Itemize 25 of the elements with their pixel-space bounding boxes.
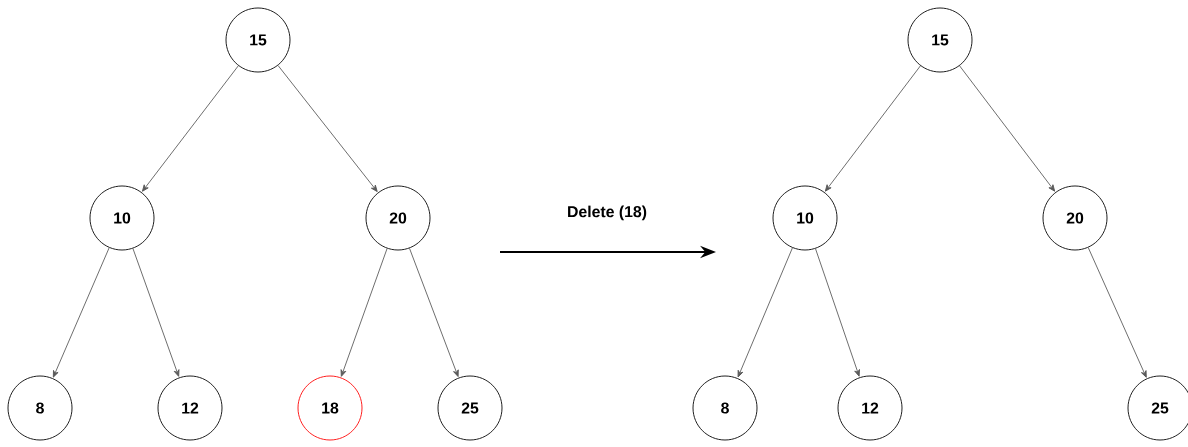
tree-node: 10	[89, 185, 155, 251]
arrow	[277, 65, 378, 192]
tree-node: 25	[437, 375, 503, 441]
tree-node: 8	[7, 375, 73, 441]
arrow-label: Delete (18)	[568, 205, 647, 221]
arrow	[1087, 247, 1147, 378]
arrow	[959, 65, 1056, 192]
arrow	[142, 65, 239, 192]
arrow	[132, 248, 180, 377]
arrow	[815, 248, 860, 377]
tree-node: 18	[297, 375, 363, 441]
tree-node: 20	[1042, 185, 1108, 251]
tree-node: 15	[225, 7, 291, 73]
tree-node: 8	[692, 375, 758, 441]
tree-node: 15	[907, 7, 973, 73]
tree-node: 10	[772, 185, 838, 251]
tree-node: 12	[837, 375, 903, 441]
arrow	[52, 247, 110, 378]
arrow	[737, 247, 793, 378]
tree-node: 25	[1127, 375, 1188, 441]
tree-node: 20	[365, 185, 431, 251]
arrow	[340, 248, 388, 377]
arrow	[409, 247, 459, 377]
arrow	[824, 65, 921, 192]
tree-node: 12	[157, 375, 223, 441]
